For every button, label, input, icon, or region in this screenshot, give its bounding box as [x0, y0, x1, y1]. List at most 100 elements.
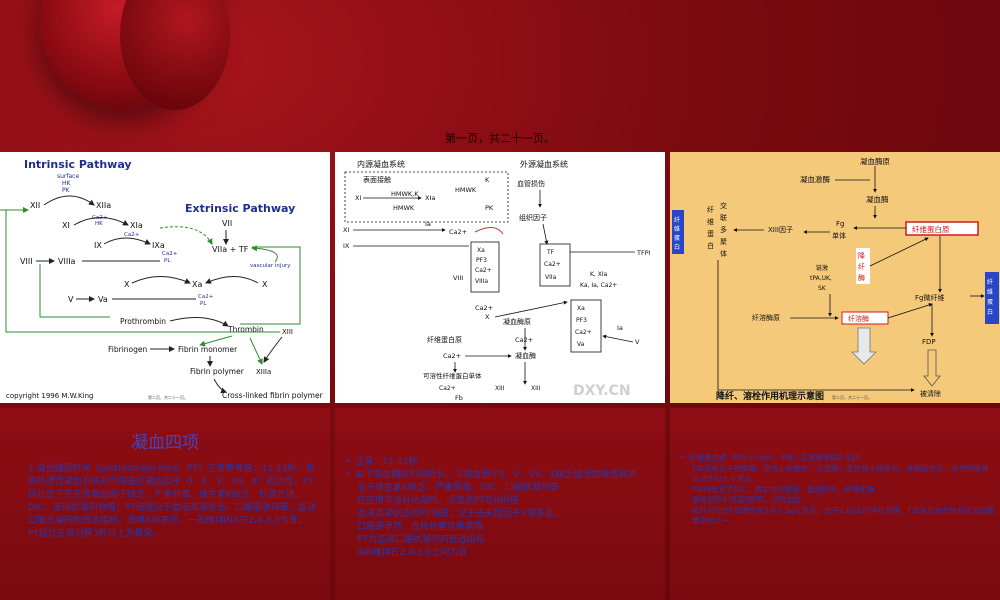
- svg-text:纤: 纤: [987, 278, 993, 286]
- svg-text:HMWK,K: HMWK,K: [391, 190, 419, 198]
- label-fibrinogen: 纤维蛋白原: [427, 335, 462, 344]
- label-xi: XI: [62, 221, 70, 230]
- svg-text:白: 白: [707, 241, 714, 250]
- list-item: 纤维蛋白原（Fibrinogen，FIB）正常参考值2-4g/L: [680, 453, 995, 464]
- svg-text:XI: XI: [343, 226, 349, 234]
- svg-text:X: X: [485, 313, 490, 321]
- thumbnail-pt-notes[interactable]: 正常：11-13秒 由于凝血酶原时间延长，与凝血因子II、V、VII、X缺乏或活…: [335, 408, 665, 600]
- svg-text:K: K: [485, 176, 490, 184]
- label-x-right: X: [262, 280, 268, 289]
- thumbnail-fibrinolysis-diagram[interactable]: 凝血酶原 凝血激酶 凝血酶 纤 维 蛋 白 纤 维 蛋 白 交 联 多 聚 体 …: [670, 152, 1000, 403]
- fibrinolysis-mechanism-diagram: 凝血酶原 凝血激酶 凝血酶 纤 维 蛋 白 纤 维 蛋 白 交 联 多 聚 体 …: [672, 156, 999, 402]
- label-prothrombin: Prothrombin: [120, 317, 166, 326]
- label-ca-pl1: Ca2+: [162, 251, 178, 257]
- svg-text:Ca2+: Ca2+: [475, 267, 492, 274]
- label-fibrin-polymer: Fibrin polymer: [190, 367, 245, 376]
- list-item: 在应用华法林抗凝时，须监测PT及INR值: [357, 496, 519, 506]
- label-thrombin: Thrombin: [227, 325, 264, 334]
- label-ca-hk: Ca2+: [92, 215, 108, 221]
- right-badge: [985, 272, 999, 324]
- label-xiiia: XIIIa: [256, 368, 271, 376]
- page-mark-3: 第二页，共二十一页。: [832, 394, 872, 400]
- label-xii: XII: [30, 201, 40, 210]
- svg-text:维: 维: [707, 217, 714, 226]
- svg-text:Ca2+: Ca2+: [475, 304, 493, 312]
- label-plasminogen: 纤溶酶原: [752, 313, 780, 322]
- watermark-dxy: DXY.CN: [573, 383, 631, 399]
- label-thrombin: 凝血酶: [866, 194, 889, 204]
- label-tfpi: TFPI: [636, 249, 651, 257]
- svg-text:Ia: Ia: [425, 220, 431, 228]
- svg-text:PF3: PF3: [576, 317, 587, 324]
- thumbnail-intrinsic-extrinsic-diagram[interactable]: Intrinsic Pathway Extrinsic Pathway surf…: [0, 152, 330, 403]
- list-item: 由于凝血酶原时间延长，与凝血因子II、V、VII、X缺乏或活性降低有关: [345, 469, 655, 482]
- svg-text:联: 联: [720, 213, 727, 222]
- left-badge: [672, 210, 684, 254]
- svg-text:VIIa: VIIa: [545, 274, 557, 281]
- svg-text:蛋: 蛋: [707, 229, 714, 238]
- svg-text:Va: Va: [577, 341, 585, 348]
- label-tissue-damage: 血管损伤: [517, 179, 545, 188]
- thumbnail-fib-notes[interactable]: 纤维蛋白原（Fibrinogen，FIB）正常参考值2-4g/L FIB增高见于…: [670, 408, 1000, 600]
- svg-text:蛋: 蛋: [674, 234, 680, 242]
- svg-text:XI: XI: [355, 194, 361, 202]
- svg-text:链激: 链激: [816, 264, 828, 272]
- svg-text:Ca2+: Ca2+: [544, 261, 561, 268]
- label-ca1: Ca2+: [124, 232, 140, 238]
- label-thrombin: 凝血酶: [515, 351, 536, 360]
- plasmin-box: 纤溶酶: [848, 314, 869, 323]
- label-monomer: 单体: [832, 231, 846, 240]
- intrinsic-title: Intrinsic Pathway: [24, 158, 132, 171]
- list-item: 降纤治疗时FIB维持在1.0-1.5g/L为宜，低于1.0g/L应停药观察，FI…: [692, 505, 995, 526]
- label-viiia: VIIIa: [58, 257, 76, 266]
- svg-text:白: 白: [674, 243, 680, 251]
- svg-text:PK: PK: [485, 204, 494, 212]
- svg-text:IX: IX: [343, 242, 350, 250]
- svg-text:Ka, Ia, Ca2+: Ka, Ia, Ca2+: [580, 282, 617, 289]
- svg-text:PL: PL: [164, 258, 171, 264]
- svg-text:Ia: Ia: [617, 324, 623, 332]
- coagulation-flowchart: 内源凝血系统 外源凝血系统 表面接触 XI HMWK,K XIa HMWK K …: [343, 159, 651, 402]
- label-tissue-factor: 组织因子: [519, 213, 547, 222]
- label-crosslinked-fibrin: Cross-linked fibrin polymer: [222, 391, 324, 400]
- label-fdp: FDP: [922, 338, 936, 346]
- label-xiii: XIII: [282, 328, 293, 336]
- svg-text:酶: 酶: [858, 273, 865, 282]
- label-xa: Xa: [192, 280, 202, 289]
- svg-text:蛋: 蛋: [987, 298, 993, 306]
- svg-text:体: 体: [720, 249, 727, 258]
- svg-text:V: V: [635, 338, 640, 346]
- list-item: 溶栓治疗中须监测FIB，以防出血: [692, 495, 802, 504]
- label-ixa: IXa: [152, 241, 165, 250]
- fibrinogen-box: 纤维蛋白原: [912, 224, 950, 234]
- bullet-list: 正常：11-13秒 由于凝血酶原时间延长，与凝血因子II、V、VII、X缺乏或活…: [345, 456, 655, 560]
- list-item: 血液高凝状态时PT缩短，见于先天性因子V增多症、: [357, 509, 564, 519]
- panel-title-coag-four: 凝血四项: [131, 433, 199, 453]
- svg-text:Ca2+: Ca2+: [575, 329, 592, 336]
- list-item: PT为监测口服抗凝剂的首选指标: [357, 535, 485, 545]
- svg-text:Ca2+: Ca2+: [449, 228, 467, 236]
- svg-text:TF: TF: [546, 249, 555, 256]
- list-item: FIB增高见于糖尿病、急性心肌梗死、风湿病、急性肾小球肾炎、肾病综合征、恶性肿瘤…: [692, 463, 989, 484]
- svg-text:Xa: Xa: [577, 305, 585, 312]
- label-v: V: [68, 295, 74, 304]
- svg-text:XIII: XIII: [495, 385, 505, 392]
- label-vii: VII: [222, 219, 232, 228]
- coagulation-cascade-diagram: Intrinsic Pathway Extrinsic Pathway surf…: [0, 158, 324, 400]
- svg-text:维: 维: [987, 288, 993, 296]
- page-mark-1: 第二页，共二十一页。: [148, 394, 188, 400]
- svg-text:VIIIa: VIIIa: [475, 278, 488, 285]
- list-item: INR维持在2.0-3.0之间为宜: [357, 548, 468, 558]
- label-ca-pl2: Ca2+: [198, 294, 214, 300]
- label-fg: Fg: [836, 220, 844, 228]
- label-hk: HK: [62, 180, 72, 187]
- svg-text:纤: 纤: [858, 262, 865, 271]
- label-xiii-factor: XIII因子: [768, 226, 793, 234]
- thumbnail-four-coag-tests[interactable]: 凝血四项 1.凝血酶原时间（prothrombin time，PT）正常参考值：…: [0, 408, 330, 600]
- thumbnail-chinese-coagulation-flowchart[interactable]: 内源凝血系统 外源凝血系统 表面接触 XI HMWK,K XIa HMWK K …: [335, 152, 665, 403]
- svg-text:交: 交: [720, 201, 727, 210]
- list-item: 口服避孕药、血栓栓塞性疾病等: [357, 522, 484, 532]
- label-x-left: X: [124, 280, 130, 289]
- svg-text:XIII: XIII: [531, 385, 541, 392]
- svg-text:聚: 聚: [720, 238, 727, 246]
